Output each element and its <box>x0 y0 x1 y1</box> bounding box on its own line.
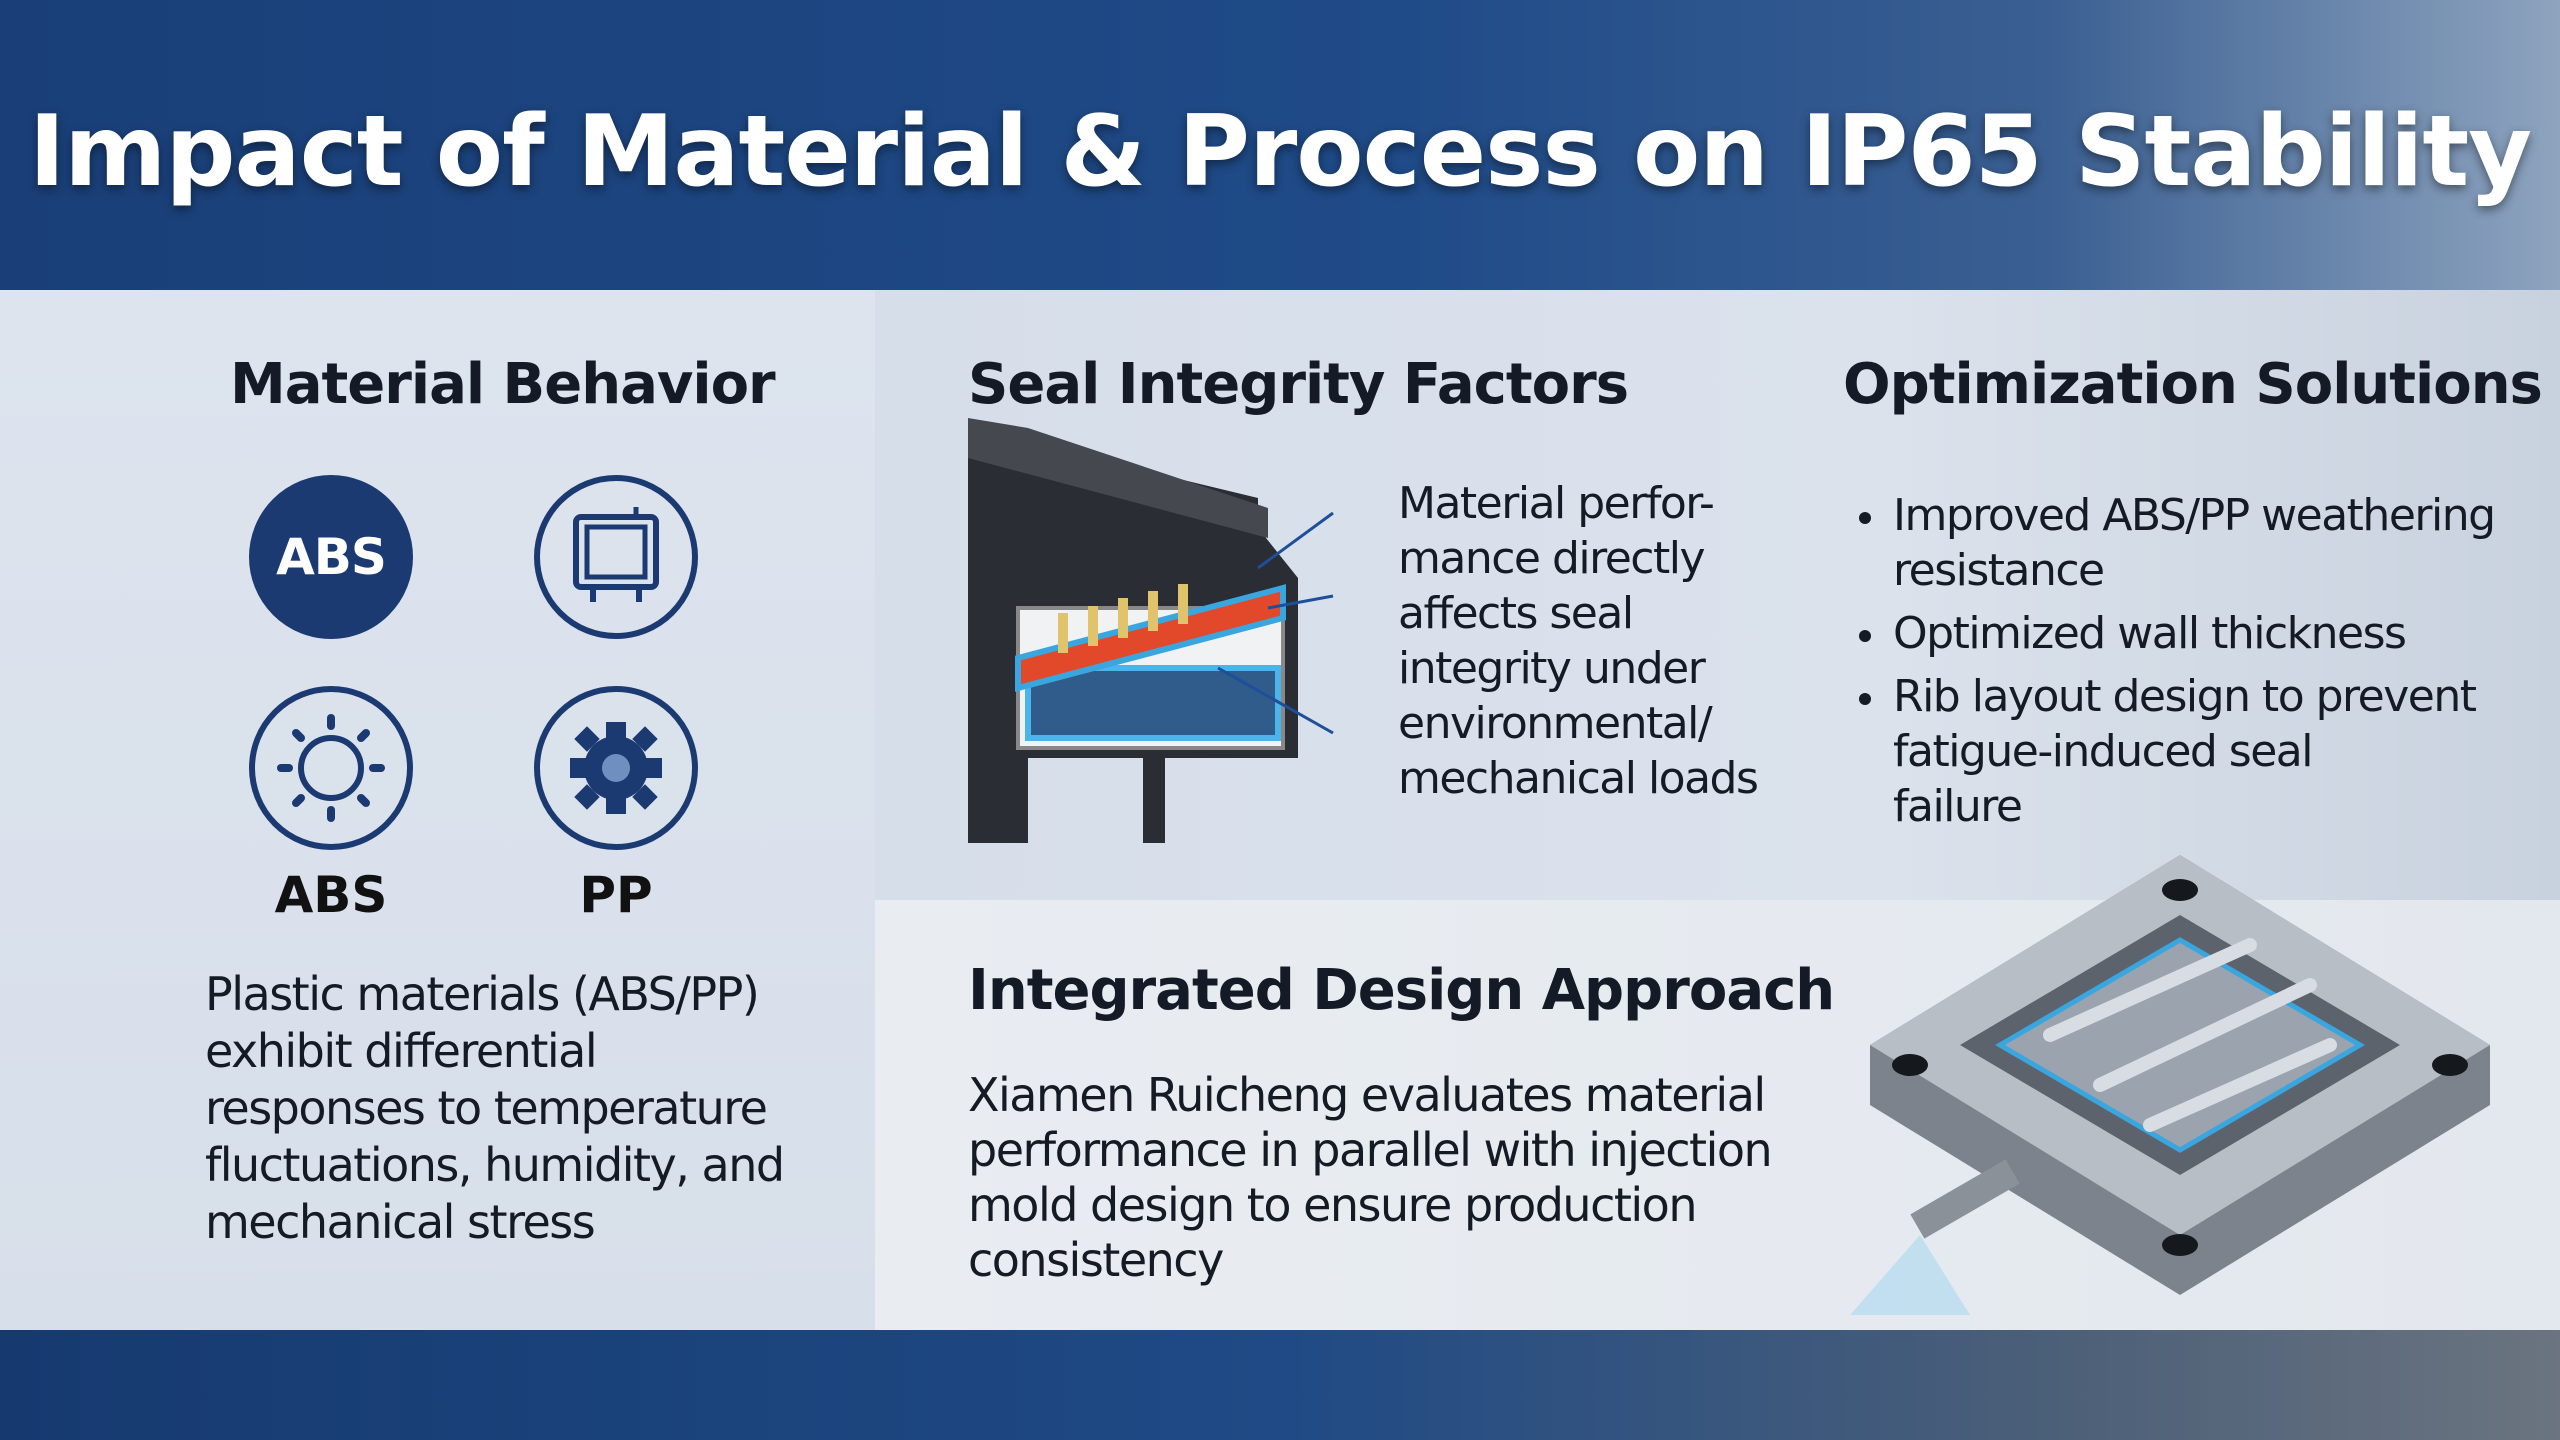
pp-label: PP <box>579 866 653 924</box>
seal-cross-section-image <box>968 418 1334 843</box>
material-behavior-panel <box>0 290 875 1330</box>
text-line: consistency <box>968 1233 1224 1287</box>
abs-label: ABS <box>274 866 388 924</box>
text-line: affects seal <box>1398 588 1634 639</box>
text-line: mold design to ensure production <box>968 1178 1697 1232</box>
text-line: integrity under <box>1398 643 1706 694</box>
seal-integrity-heading: Seal Integrity Factors <box>968 352 1629 417</box>
tablet-device-icon <box>534 475 698 639</box>
text-line: mance directly <box>1398 533 1706 584</box>
integrated-design-text: Xiamen Ruicheng evaluates material perfo… <box>968 1068 1773 1288</box>
list-item: Optimized wall thickness <box>1853 606 2495 661</box>
text-line: fluctuations, humidity, and <box>205 1138 785 1192</box>
text-line: responses to temperature <box>205 1081 768 1135</box>
sun-temperature-icon <box>249 686 413 850</box>
gear-icon <box>534 686 698 850</box>
text-line: Xiamen Ruicheng evaluates material <box>968 1068 1766 1122</box>
text-line: Material perfor- <box>1398 478 1715 529</box>
abs-badge-text: ABS <box>276 528 387 586</box>
seal-integrity-text: Material perfor- mance directly affects … <box>1398 476 1759 806</box>
title-band <box>0 0 2560 290</box>
injection-mold-image <box>1850 855 2490 1315</box>
abs-badge-icon: ABS <box>249 475 413 639</box>
text-line: mechanical loads <box>1398 753 1759 804</box>
integrated-design-heading: Integrated Design Approach <box>968 958 1835 1023</box>
text-line: exhibit differential <box>205 1024 598 1078</box>
text-line: environmental/ <box>1398 698 1713 749</box>
material-behavior-text: Plastic materials (ABS/PP) exhibit diffe… <box>205 966 785 1251</box>
text-line: Plastic materials (ABS/PP) <box>205 967 760 1021</box>
bottom-band <box>0 1330 2560 1440</box>
optimization-heading: Optimization Solutions <box>1843 352 2543 417</box>
text-line: performance in parallel with injection <box>968 1123 1773 1177</box>
material-behavior-heading: Material Behavior <box>230 352 776 417</box>
page-title: Impact of Material & Process on IP65 Sta… <box>28 95 2532 209</box>
text-line: mechanical stress <box>205 1195 596 1249</box>
